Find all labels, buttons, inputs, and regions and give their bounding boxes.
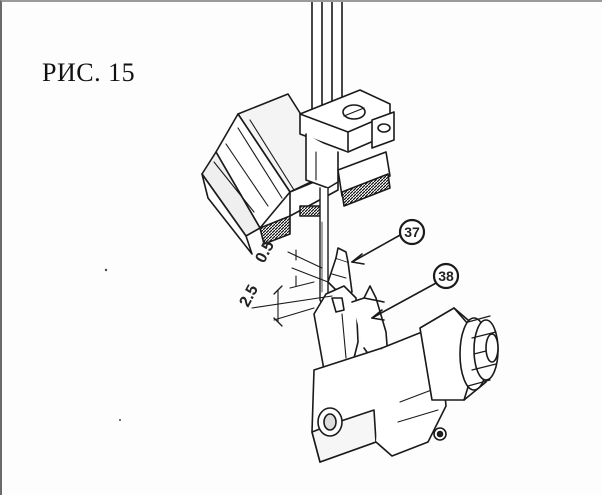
needle [319,187,329,309]
needle-clamp [299,89,395,189]
callout-38: 38 [432,262,460,290]
dimension-height-value: 2.5 [237,282,262,310]
figure-title: РИС. 15 [42,58,136,87]
dimension-gap-value: 0.5 [253,238,278,266]
print-specks [104,268,121,421]
looper-body [313,285,389,375]
dimension-lines [251,249,333,327]
callout-37-number: 37 [404,224,420,240]
callout-38-number: 38 [438,268,454,284]
callout-37: 37 [398,218,426,246]
looper-shaft [419,307,499,401]
stitch-plate [337,151,391,207]
leader-lines [351,233,439,321]
